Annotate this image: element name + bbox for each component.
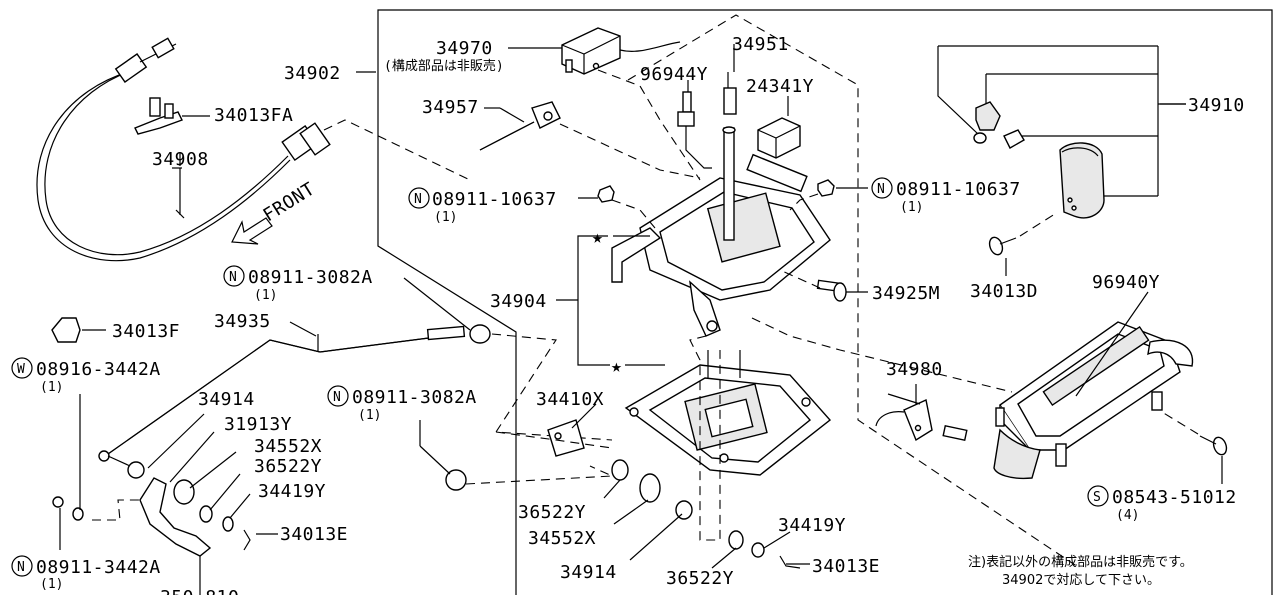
- label-34970: 34970: [436, 38, 493, 59]
- front-arrow-icon: [231, 217, 273, 245]
- bezel-96940y: [993, 321, 1194, 480]
- screw-08543-51012: [1199, 435, 1228, 456]
- label-34935: 34935: [214, 311, 271, 332]
- label-34013fa: 34013FA: [214, 105, 293, 126]
- label-08911-3442a: 08911-3442A: [36, 557, 161, 578]
- footnote-line2: 34902で対応して下さい。: [1002, 573, 1160, 588]
- base-plate: [624, 350, 832, 476]
- label-34419y-left: 34419Y: [258, 481, 326, 502]
- symbol-w: W: [17, 362, 25, 377]
- label-34914-mid: 34914: [560, 562, 617, 583]
- symbol-n: N: [17, 560, 25, 575]
- label-34908: 34908: [152, 149, 209, 170]
- clip-34013fa: [134, 97, 210, 135]
- qty-08911-3082a-top: (1): [254, 288, 277, 303]
- symbol-n: N: [414, 192, 422, 207]
- block-24341y: [757, 117, 801, 159]
- label-24341y: 24341Y: [746, 76, 814, 97]
- symbol-s: S: [1093, 490, 1101, 505]
- nut-08911-10637-right: [817, 179, 868, 197]
- bolt-34925m: [816, 279, 868, 302]
- symbol-n: N: [333, 390, 341, 405]
- leader-lines: [59, 44, 1186, 595]
- switch-34970: [561, 27, 681, 75]
- qty-08911-3442a: (1): [40, 577, 63, 592]
- pin-34951: [723, 72, 737, 115]
- cable-leader: [323, 119, 471, 181]
- label-34980: 34980: [886, 359, 943, 380]
- qty-08916-3442a: (1): [40, 380, 63, 395]
- bracket-34980: [875, 384, 968, 442]
- clip-34013f: [51, 317, 106, 343]
- lever-bracket-34904: [611, 153, 831, 337]
- label-front: FRONT: [260, 178, 319, 226]
- label-34925m: 34925M: [872, 283, 940, 304]
- label-08911-3082a-mid: 08911-3082A: [352, 387, 477, 408]
- symbol-n: N: [877, 182, 885, 197]
- qty-08911-10637-right: (1): [900, 200, 923, 215]
- cable-34908: [36, 37, 331, 262]
- label-31913y: 31913Y: [224, 414, 292, 435]
- assembly-outline: [377, 9, 1273, 595]
- rod-96944y: [677, 91, 712, 169]
- label-34951: 34951: [732, 34, 789, 55]
- shift-shaft: [723, 127, 735, 241]
- label-08911-10637-left: 08911-10637: [432, 189, 557, 210]
- nut-08911-10637-left: [578, 185, 615, 203]
- label-36522y-right: 36522Y: [666, 568, 734, 589]
- star-34904-top: ★: [592, 227, 603, 248]
- label-34910: 34910: [1188, 95, 1245, 116]
- label-34013e-left: 34013E: [280, 524, 348, 545]
- leader-34904: [577, 235, 610, 366]
- label-34970-note: (構成部品は非販売): [384, 58, 504, 74]
- label-34410x: 34410X: [536, 389, 604, 410]
- label-bottom-cut: 350 810: [160, 587, 239, 595]
- knob-34910: [937, 45, 1186, 219]
- linkage-lower-left: [52, 455, 251, 557]
- label-96944y: 96944Y: [640, 64, 708, 85]
- label-34013d: 34013D: [970, 281, 1038, 302]
- label-34902: 34902: [284, 63, 341, 84]
- bushing-center: [445, 419, 801, 569]
- qty-08911-10637-left: (1): [434, 210, 457, 225]
- label-08911-10637-right: 08911-10637: [896, 179, 1021, 200]
- label-34552x-left: 34552X: [254, 436, 322, 457]
- label-34013e-right: 34013E: [812, 556, 880, 577]
- star-34904-bottom: ★: [611, 356, 622, 377]
- label-96940y: 96940Y: [1092, 272, 1160, 293]
- screw-34013d: [988, 236, 1017, 256]
- label-34914-left: 34914: [198, 389, 255, 410]
- label-08916-3442a: 08916-3442A: [36, 359, 161, 380]
- qty-08911-3082a-mid: (1): [358, 408, 381, 423]
- label-36522y-mid: 36522Y: [518, 502, 586, 523]
- label-08543-51012: 08543-51012: [1112, 487, 1237, 508]
- label-34957: 34957: [422, 97, 479, 118]
- symbol-n: N: [229, 270, 237, 285]
- label-34552x-mid: 34552X: [528, 528, 596, 549]
- label-34013f: 34013F: [112, 321, 180, 342]
- qty-08543-51012: (4): [1116, 508, 1139, 523]
- label-08911-3082a-top: 08911-3082A: [248, 267, 373, 288]
- label-34419y-right: 34419Y: [778, 515, 846, 536]
- label-34904: 34904: [490, 291, 547, 312]
- label-36522y-left: 36522Y: [254, 456, 322, 477]
- bolt-34957: [479, 101, 561, 151]
- footnote-line1: 注)表記以外の構成部品は非販売です。: [968, 554, 1193, 570]
- rod-34935: [98, 324, 491, 462]
